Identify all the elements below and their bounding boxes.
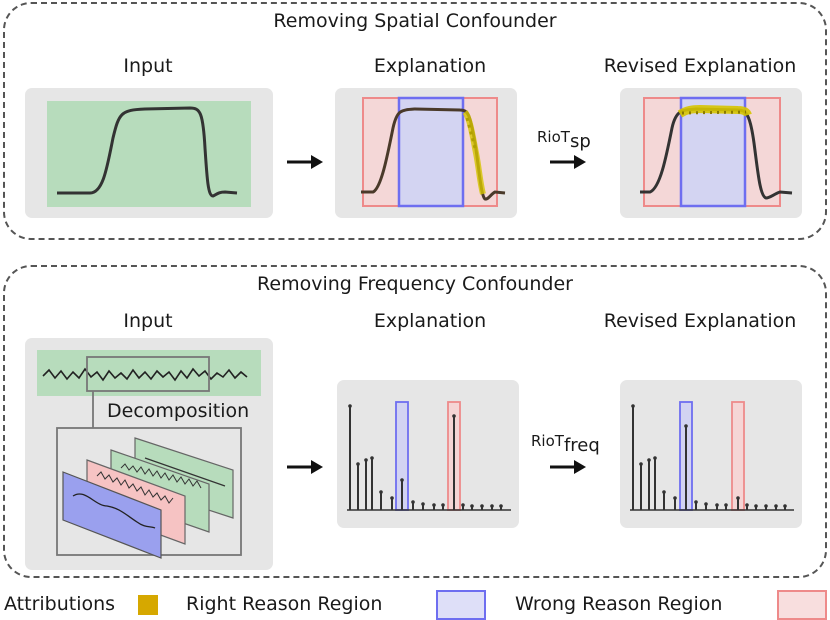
frequency-arrow-2 — [550, 460, 586, 474]
spectrum-stem-head — [356, 462, 360, 466]
spectrum-stem-head — [754, 504, 758, 508]
spectrum-stem-head — [490, 504, 494, 508]
spectrum-stem-head — [452, 414, 456, 418]
legend-wrong-reason-label: Wrong Reason Region — [515, 593, 723, 615]
frequency-arrow-label: RioTfreq — [531, 432, 600, 456]
spectrum-stem-head — [783, 504, 787, 508]
spectrum-stem-head — [379, 490, 383, 494]
wrong-reason-region-left — [362, 97, 400, 207]
spectrum-stem-head — [704, 502, 708, 506]
right-reason-region — [397, 96, 465, 208]
spectrum-stem-head — [631, 404, 635, 408]
frequency-arrow-1 — [287, 460, 323, 474]
spectrum-stem-head — [745, 503, 749, 507]
spatial-input-plot — [47, 101, 251, 207]
decomposition-planes — [62, 437, 234, 559]
wrong-reason-region-right — [744, 97, 781, 207]
decomposition-label: Decomposition — [105, 400, 252, 422]
spectrum-stem-head — [724, 503, 728, 507]
frequency-revised-panel — [620, 380, 802, 528]
signal-plane — [62, 471, 162, 559]
legend-wrong-reason-swatch — [777, 590, 827, 620]
spatial-input-label: Input — [123, 55, 173, 77]
legend-right-reason-label: Right Reason Region — [186, 593, 383, 615]
spectrum-stem-head — [639, 462, 643, 466]
spectrum-stem-head — [764, 504, 768, 508]
spectrum-stem-head — [684, 424, 688, 428]
frequency-section-title: Removing Frequency Confounder — [257, 273, 573, 295]
input-background — [47, 101, 251, 207]
zoom-box — [86, 356, 210, 392]
frequency-explanation-plot — [347, 401, 511, 511]
noisy-signal-line — [42, 367, 248, 382]
spatial-revised-plot — [640, 96, 793, 208]
frequency-explanation-label: Explanation — [373, 310, 487, 332]
spatial-section-title: Removing Spatial Confounder — [273, 10, 557, 32]
input-signal-line — [57, 106, 238, 198]
spectrum-stem-head — [432, 503, 436, 507]
spectrum-stem-head — [736, 496, 740, 500]
frequency-revised-plot — [630, 401, 794, 511]
spectrum-stem-head — [390, 496, 394, 500]
spectrum-stem-head — [480, 504, 484, 508]
spectrum-stem-head — [370, 456, 374, 460]
right-reason-region — [679, 96, 747, 208]
frequency-input-plot — [37, 350, 261, 559]
spectrum-stem-head — [653, 456, 657, 460]
spectrum-stem-head — [364, 458, 368, 462]
spectrum-stem-head — [441, 503, 445, 507]
legend-right-reason-swatch — [436, 590, 486, 620]
wrong-reason-region-left — [643, 97, 682, 207]
spectrum-stem-head — [461, 503, 465, 507]
spectrum-stem-head — [715, 503, 719, 507]
spectrum-stem-head — [411, 500, 415, 504]
spectrum-stem-head — [647, 458, 651, 462]
decomposition-box — [56, 427, 242, 556]
wrong-reason-region — [731, 401, 745, 511]
spectrum-stem-head — [470, 504, 474, 508]
frequency-explanation-panel — [337, 380, 519, 528]
spatial-explanation-label: Explanation — [373, 55, 487, 77]
spectrum-stem-head — [348, 404, 352, 408]
spatial-arrow-2 — [550, 155, 586, 169]
legend-attributions-swatch — [138, 595, 158, 615]
spectrum-stem-head — [421, 502, 425, 506]
spatial-explanation-plot — [361, 96, 506, 208]
spatial-revised-label: Revised Explanation — [603, 55, 797, 77]
spectrum-stem-head — [499, 504, 503, 508]
frequency-section-box — [3, 265, 827, 578]
frequency-input-label: Input — [123, 310, 173, 332]
spectrum-stem-head — [673, 496, 677, 500]
spectrum-stem-head — [694, 500, 698, 504]
spectrum-stem-head — [774, 504, 778, 508]
spatial-arrow-label: RioTsp — [537, 128, 591, 152]
attribution-highlight — [677, 104, 752, 118]
spatial-arrow-1 — [287, 155, 323, 169]
spatial-section-box — [3, 2, 827, 240]
frequency-revised-label: Revised Explanation — [603, 310, 797, 332]
spectrum-stem-head — [662, 490, 666, 494]
spectrum-stem-head — [400, 478, 404, 482]
legend-attributions-label: Attributions — [4, 593, 116, 615]
